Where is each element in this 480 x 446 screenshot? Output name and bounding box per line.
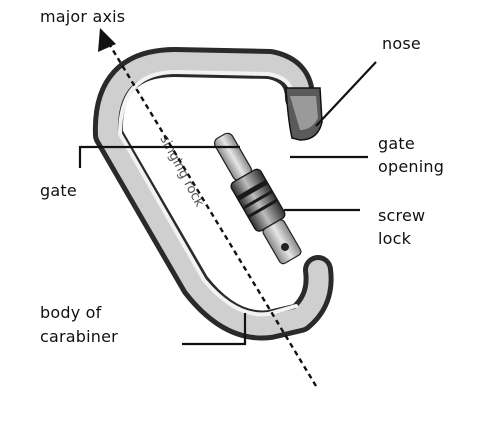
label-body-1: body of — [40, 303, 102, 322]
label-gate: gate — [40, 181, 77, 200]
label-screw-lock-1: screw — [378, 206, 425, 225]
label-screw-lock-2: lock — [378, 229, 412, 248]
label-gate-opening-1: gate — [378, 134, 415, 153]
label-major-axis: major axis — [40, 7, 125, 26]
gate-leader — [78, 145, 240, 168]
nose-leader — [315, 61, 377, 127]
nose — [285, 87, 323, 141]
gate — [213, 132, 302, 265]
label-nose: nose — [382, 34, 421, 53]
engraving-text: singing rock — [156, 133, 206, 210]
label-gate-opening-2: opening — [378, 157, 444, 176]
major-axis-arrow — [98, 28, 318, 387]
label-body-2: carabiner — [40, 327, 118, 346]
body-leader — [182, 313, 247, 346]
